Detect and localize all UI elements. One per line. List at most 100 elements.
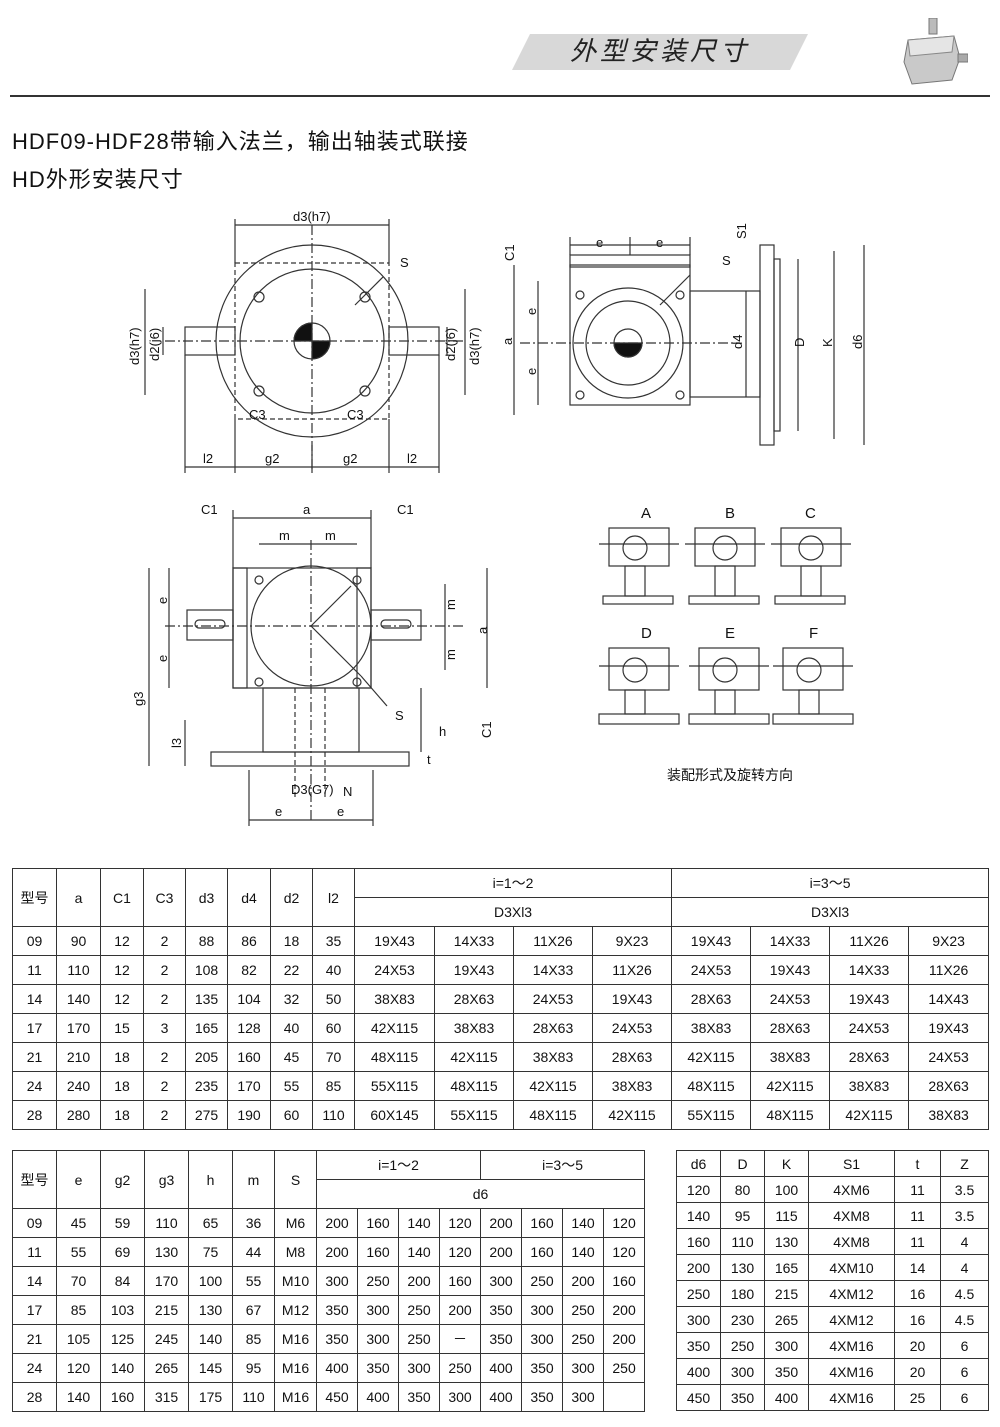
label-K: K [820,338,835,347]
table-cell: 120 [603,1208,646,1238]
table-cell: 235 [185,1071,228,1101]
table-cell: 130 [764,1228,809,1255]
label-e-top-up: e [155,597,170,604]
label-d4: d4 [730,335,745,349]
label-d3h7-top: d3(h7) [293,209,331,224]
table-cell: 400 [480,1353,523,1383]
table-cell: 300 [316,1266,358,1296]
table-cell: 250 [676,1280,721,1307]
table-cell: 265 [144,1353,189,1383]
label-d6: d6 [850,335,865,349]
table-cell: 48X115 [354,1042,435,1072]
table-cell: 85 [56,1295,101,1325]
table-cell: 2 [143,1071,186,1101]
table-cell: 6 [940,1384,989,1411]
label-e-top-down: e [155,655,170,662]
table-cell: 350 [521,1353,564,1383]
table-cell: 130 [188,1295,233,1325]
table-cell: 300 [521,1324,564,1354]
table-cell: 140 [398,1237,440,1267]
table-cell: 11 [894,1202,941,1229]
table-cell: 38X83 [829,1071,910,1101]
table-cell: 250 [562,1295,605,1325]
table-cell: 230 [720,1306,765,1333]
table-cell: 48X115 [434,1071,514,1101]
table-cell: 450 [316,1382,358,1412]
table-cell: 128 [227,1013,271,1043]
table-cell: M8 [274,1237,317,1267]
table-cell: 82 [227,955,271,985]
header-D: D [720,1150,765,1177]
table-cell: 25 [894,1384,941,1411]
label-s1: S1 [734,223,749,239]
table-cell: 275 [185,1100,228,1130]
assembly-forms-drawing: A B C D E F [598,505,854,725]
label-a-top: a [303,502,311,517]
label-form-f: F [809,625,818,642]
header-d3xl3-2: D3Xl3 [671,897,990,927]
table-cell: 4XM12 [808,1306,895,1333]
table-cell: 350 [676,1332,721,1359]
table-cell: 250 [562,1324,605,1354]
table-cell: M6 [274,1208,317,1238]
spec-table-1: 型号 a C1 C3 d3 d4 d2 l2 i=1～2 i=3～5 D3Xl3… [12,868,990,1130]
label-D: D [792,338,807,347]
label-form-b: B [725,505,735,522]
label-c3-right: C3 [347,407,364,422]
table-cell: 19X43 [434,955,514,985]
page-title: HDF09-HDF28带输入法兰，输出轴装式联接 [12,129,469,154]
table-cell: 6 [940,1332,989,1359]
table-cell: 350 [480,1324,523,1354]
label-form-a: A [641,505,651,522]
table-cell: 205 [185,1042,228,1072]
table-cell: 130 [144,1237,189,1267]
table-cell: 350 [316,1295,358,1325]
assembly-caption: 装配形式及旋转方向 [667,767,793,783]
table-cell: 21 [12,1324,57,1354]
table-cell: 28X63 [671,984,752,1014]
table-cell: 120 [438,1208,482,1238]
header-ratio-1-2-b: i=1～2 [315,1150,482,1180]
label-g2-right: g2 [343,451,357,466]
table-cell: 28X63 [750,1013,831,1043]
header-t: t [894,1150,941,1177]
table-cell: M16 [274,1324,317,1354]
table-cell: 200 [398,1266,440,1296]
table-cell: 24X53 [829,1013,910,1043]
table-cell: 2 [143,955,186,985]
table-cell: 42X115 [513,1071,593,1101]
table-cell: 250 [720,1332,765,1359]
table-cell: 14 [894,1254,941,1281]
table-cell: 4.5 [940,1280,989,1307]
table-cell: 19X43 [354,926,435,956]
table-cell: 28X63 [591,1042,673,1072]
table-cell: 170 [144,1266,189,1296]
table-cell: 67 [232,1295,275,1325]
label-e-bottom-right: e [337,804,344,819]
header-c1: C1 [100,868,144,927]
banner-shape [512,34,808,70]
table-cell: 350 [480,1295,523,1325]
table-cell: 48X115 [750,1100,831,1130]
table-cell: 140 [562,1208,605,1238]
table-cell: 22 [270,955,313,985]
assembly-form-b [685,527,765,605]
table-cell: 55X115 [354,1071,435,1101]
table-cell: 38X83 [354,984,435,1014]
table-cell: 18 [100,1071,144,1101]
table-cell: 120 [56,1353,101,1383]
table-cell: 200 [316,1237,358,1267]
table-cell: 80 [720,1176,765,1203]
label-l2-left: l2 [203,451,213,466]
table-cell: 85 [312,1071,355,1101]
table-cell: 38X83 [750,1042,831,1072]
table-cell: 20 [894,1332,941,1359]
table-cell: 11X26 [513,926,593,956]
table-cell: 14X33 [829,955,910,985]
table-cell: 165 [764,1254,809,1281]
table-cell: 300 [521,1295,564,1325]
table-cell: 14X33 [750,926,831,956]
